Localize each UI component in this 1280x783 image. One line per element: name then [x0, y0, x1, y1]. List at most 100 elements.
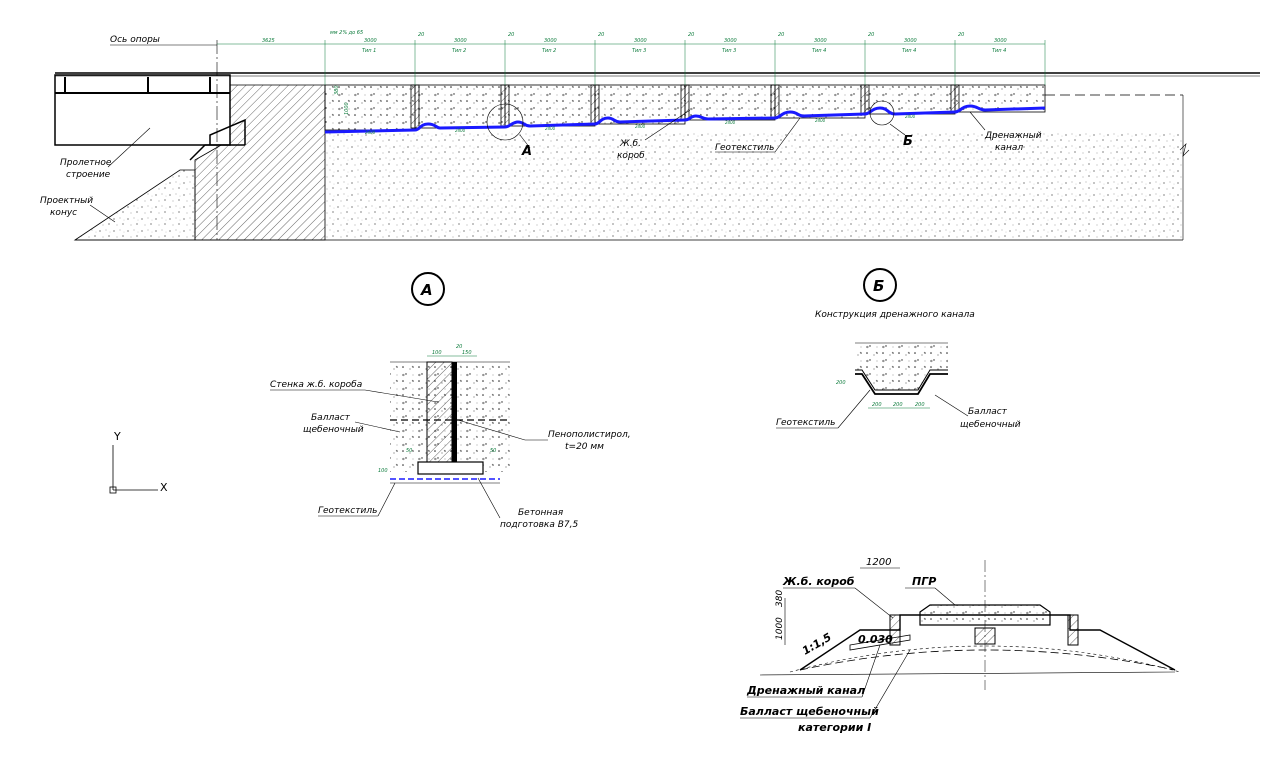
detail-b-title-circle	[863, 268, 897, 302]
callout-a-label: А	[521, 144, 532, 159]
detail-b-subtitle: Конструкция дренажного канала	[815, 310, 975, 320]
top-dimensions: Тип 1 3000 2400 Тип 2 3000 2400 Тип 2 3000 2400 Т…	[262, 30, 1046, 135]
geotextile-b-label: Геотекстиль	[776, 418, 835, 428]
callout-b-circle	[869, 100, 895, 126]
detail-b-title: Б	[873, 277, 884, 295]
svg-text:100: 100	[378, 468, 388, 474]
ground-fill	[325, 130, 1183, 240]
ucs-y: Y	[113, 430, 121, 443]
ballast-cs-label-1: Балласт щебеночный	[740, 705, 879, 718]
svg-text:50: 50	[490, 448, 496, 454]
concrete-label-1: Бетонная	[518, 508, 564, 518]
box-segment	[864, 84, 956, 115]
top-dim: 3000	[904, 38, 917, 44]
box-wall	[680, 84, 690, 121]
drain-cs-label: Дренажный канал	[746, 684, 865, 697]
height-dim-1: 380	[775, 590, 785, 607]
gap-dim: 20	[778, 32, 784, 38]
type-label: Тип 4	[992, 48, 1006, 54]
left-height-dim: 1000	[344, 102, 350, 115]
span-label-1: Пролетное	[60, 158, 112, 168]
bottom-dim: 2400	[725, 120, 736, 125]
foam-label-2: t=20 мм	[565, 442, 604, 452]
callout-b-label: Б	[903, 134, 913, 149]
left-height-dim: 380	[334, 85, 340, 95]
bottom-dim: 2400	[455, 128, 466, 133]
svg-text:200: 200	[893, 402, 903, 408]
bottom-dim: 2400	[635, 124, 646, 129]
axis-label: Ось опоры	[110, 35, 160, 45]
ucs-icon: Y X	[109, 430, 168, 494]
top-dim: 3000	[634, 38, 647, 44]
callout-a-circle	[486, 103, 524, 141]
gap-dim: 20	[418, 32, 424, 38]
cross-section: 1200 380 1000 Ж.б. короб ПГР 1:1,5 0.030…	[740, 557, 1181, 734]
ballast-b-label-1: Балласт	[968, 407, 1008, 417]
type-label: Тип 4	[902, 48, 916, 54]
gap-dim: 20	[598, 32, 604, 38]
box-segment	[504, 84, 596, 127]
gap-dim: 20	[958, 32, 964, 38]
drain-channel-fill	[855, 343, 948, 390]
geotextile-label: Геотекстиль	[715, 143, 774, 153]
design-cone	[73, 169, 196, 241]
svg-text:200: 200	[872, 402, 882, 408]
span-label-2: строение	[66, 170, 111, 180]
bottom-dim: 2400	[905, 114, 916, 119]
box-segment	[684, 84, 776, 121]
bottom-dim: 2400	[545, 126, 556, 131]
pgr-label: ПГР	[912, 575, 936, 588]
detail-a-title-circle	[411, 272, 445, 306]
first-dim: 3625	[262, 38, 275, 44]
svg-text:20: 20	[456, 344, 462, 350]
box-wall	[590, 84, 600, 125]
height-dim-2: 1000	[775, 617, 785, 640]
svg-text:50: 50	[406, 448, 412, 454]
wall-label: Стенка ж.б. короба	[270, 380, 362, 390]
cone-label-2: конус	[50, 208, 77, 218]
svg-text:100: 100	[432, 350, 442, 356]
type-label: Тип 4	[812, 48, 826, 54]
detail-a-title: А	[420, 281, 433, 299]
slope-label: 1:1,5	[800, 630, 834, 657]
ballast-label-2: щебеночный	[303, 425, 364, 435]
geotextile-line	[324, 104, 1046, 134]
ballast-label-1: Балласт	[311, 413, 351, 423]
top-note: мм 2% до 65	[330, 30, 363, 36]
concrete-pad-a	[417, 461, 484, 475]
top-dim: 3000	[814, 38, 827, 44]
box-wall	[500, 84, 510, 127]
bottom-dim: 2400	[815, 118, 826, 123]
box-wall	[410, 84, 420, 129]
type-label: Тип 1	[362, 48, 376, 54]
box-wall	[950, 84, 960, 113]
grade-label: 0.030	[858, 633, 893, 646]
top-dim: 3000	[364, 38, 377, 44]
detail-b: Б Конструкция дренажного канала 200 200 …	[776, 268, 1021, 430]
box-label-2: короб	[617, 151, 645, 161]
svg-text:150: 150	[462, 350, 472, 356]
svg-text:200: 200	[836, 380, 846, 386]
detail-a: А 100 20 150 50 50 100 Стенка ж.б. короб…	[270, 272, 631, 530]
box-label-1: Ж.б.	[619, 139, 641, 149]
cone-label-1: Проектный	[40, 196, 93, 206]
type-label: Тип 3	[632, 48, 646, 54]
gap-dim: 20	[508, 32, 514, 38]
span-structure	[54, 74, 246, 161]
top-dim: 3000	[724, 38, 737, 44]
type-label: Тип 2	[542, 48, 556, 54]
top-dim: 3000	[994, 38, 1007, 44]
ballast-b-label-2: щебеночный	[960, 420, 1021, 430]
gap-dim: 20	[688, 32, 694, 38]
box-wall	[860, 84, 870, 115]
foam-label-1: Пенополистирол,	[548, 430, 631, 440]
foam-a	[452, 362, 457, 462]
drain-label-1: Дренажный	[984, 131, 1042, 141]
top-dim: 3000	[454, 38, 467, 44]
width-dim: 1200	[866, 557, 891, 568]
type-label: Тип 2	[452, 48, 466, 54]
box-wall	[770, 84, 780, 119]
svg-text:200: 200	[915, 402, 925, 408]
top-dim: 3000	[544, 38, 557, 44]
